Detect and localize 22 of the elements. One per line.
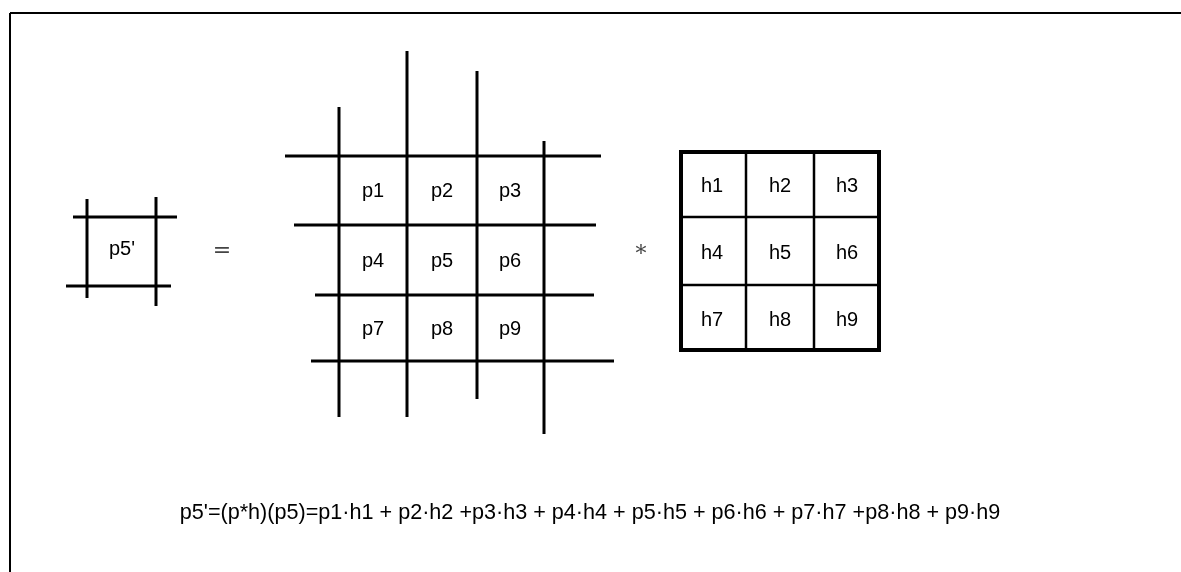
cell-label: p9 — [498, 318, 522, 338]
cell-label: p6 — [498, 250, 522, 270]
cell-label: h6 — [835, 242, 859, 262]
cell-label: p8 — [430, 318, 454, 338]
cell-label: h7 — [700, 309, 724, 329]
cell-label: p3 — [498, 180, 522, 200]
cell-label: h5 — [768, 242, 792, 262]
cell-label: h1 — [700, 175, 724, 195]
cell-label: p2 — [430, 180, 454, 200]
cell-label: h3 — [835, 175, 859, 195]
convolution-operator: ∗ — [633, 238, 649, 260]
cell-label: p1 — [361, 180, 385, 200]
formula: p5'=(p*h)(p5)=p1·h1 + p2·h2 +p3·h3 + p4·h4 + p5·h5 + p6·h6 + p7·h7 +p8·h8 + p9·h9 — [179, 501, 1001, 523]
cell-label: h9 — [835, 309, 859, 329]
equals-sign: = — [212, 239, 232, 261]
cell-label: h8 — [768, 309, 792, 329]
cell-label: p5 — [430, 250, 454, 270]
cell-label: h4 — [700, 242, 724, 262]
cell-label: p4 — [361, 250, 385, 270]
cell-label: p5' — [108, 238, 136, 258]
cell-label: p7 — [361, 318, 385, 338]
cell-label: h2 — [768, 175, 792, 195]
